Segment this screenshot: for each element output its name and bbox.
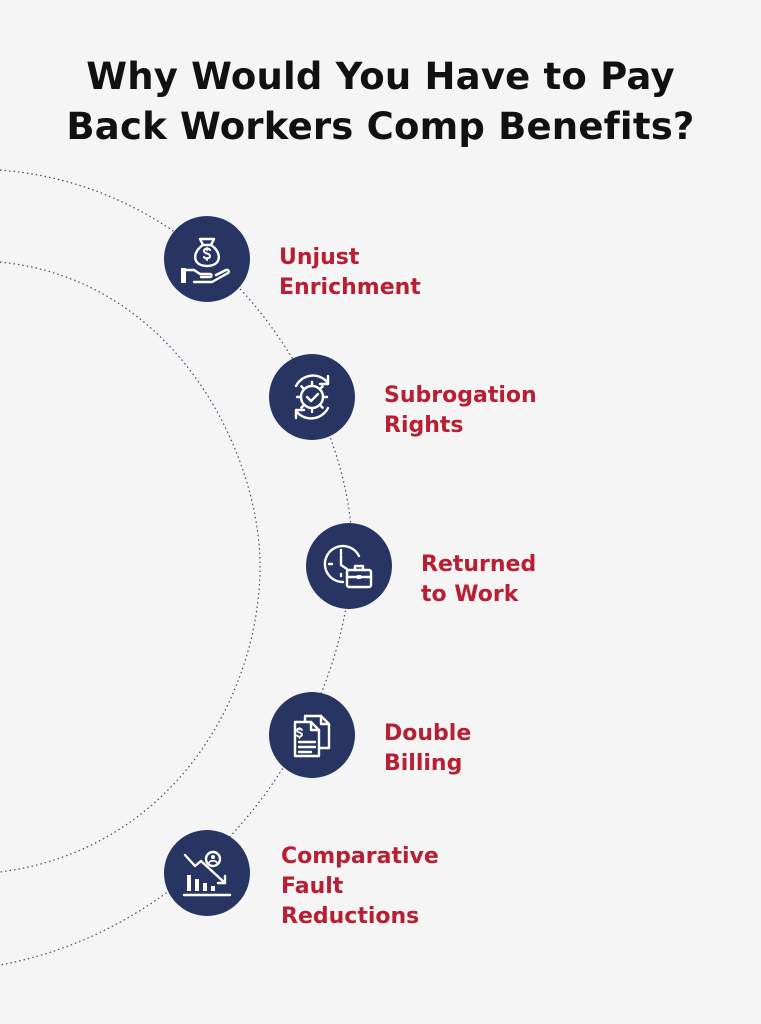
declining-chart-person-icon	[182, 850, 232, 897]
item-label: Unjust Enrichment	[279, 245, 421, 300]
clock-briefcase-icon	[323, 544, 373, 589]
money-bag-hand-icon	[181, 237, 231, 284]
inner-dotted-arc	[0, 261, 261, 873]
item-label: Double Billing	[384, 721, 472, 776]
duplicate-invoice-icon	[293, 714, 331, 758]
badge-circle	[164, 830, 250, 916]
title-line-2: Back Workers Comp Benefits?	[66, 105, 695, 148]
gear-check-icon	[294, 374, 330, 420]
badge-circle	[269, 692, 355, 778]
badge-circle	[306, 523, 392, 609]
item-label: Returned to Work	[421, 552, 537, 607]
page-title: Why Would You Have to Pay Back Workers C…	[0, 52, 761, 152]
item-label: Subrogation Rights	[384, 383, 537, 438]
badge-circle	[164, 216, 250, 302]
item-label: Comparative Fault Reductions	[281, 844, 439, 929]
title-line-1: Why Would You Have to Pay	[86, 55, 675, 98]
badge-circle	[269, 354, 355, 440]
